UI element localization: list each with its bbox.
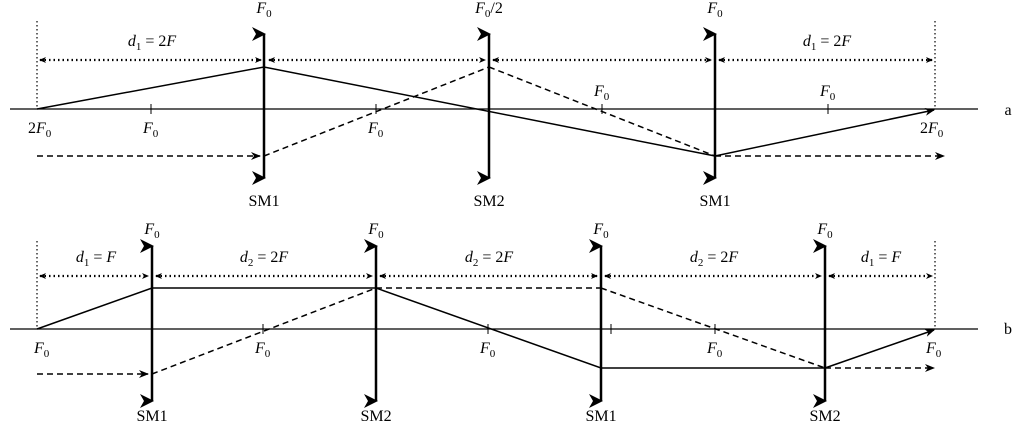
axis-label: 2F0 [28,120,52,140]
axis-label: F0 [819,83,836,103]
distance-label: d1 = 2F [803,33,852,53]
distance-label: d1 = F [76,249,117,269]
lens-label: SM2 [473,193,504,210]
panel-b: F0 F0 F0 F0 d1 = F d2 = 2F d2 = 2F d2 = … [10,221,1012,425]
focal-label: F0 [367,221,384,241]
focal-label: F0/2 [474,0,503,20]
dashed-ray [488,66,716,157]
panel-a: F0 F0/2 F0 d1 = 2F d1 = 2F 2F0 F0 F0 F0 … [10,0,1012,210]
distance-label: d2 = 2F [240,249,289,269]
distance-label: d1 = 2F [128,33,177,53]
distance-label: d2 = 2F [465,249,514,269]
lens-label: SM1 [699,193,730,210]
panel-id-label: a [1004,102,1011,119]
lens-label: SM1 [585,408,616,425]
solid-ray [36,66,716,157]
axis-label: 2F0 [920,120,944,140]
lens-label: SM2 [809,408,840,425]
dashed-ray [263,66,490,157]
lens-label: SM1 [136,408,167,425]
axis-label: F0 [479,340,496,360]
axis-label: F0 [367,120,384,140]
focal-label: F0 [143,221,160,241]
solid-ray [824,329,935,369]
axis-label: F0 [925,340,942,360]
axis-label: F0 [593,83,610,103]
panel-id-label: b [1004,321,1012,338]
focal-label: F0 [255,0,272,20]
axis-label: F0 [33,340,50,360]
axis-label: F0 [142,120,159,140]
focal-label: F0 [706,0,723,20]
lens-label: SM1 [248,193,279,210]
axis-label: F0 [706,340,723,360]
distance-label: d2 = 2F [690,249,739,269]
distance-label: d1 = F [861,249,902,269]
focal-label: F0 [592,221,609,241]
solid-ray [714,107,935,157]
lens-label: SM2 [360,408,391,425]
dashed-ray [151,287,377,375]
axis-label: F0 [254,340,271,360]
focal-label: F0 [816,221,833,241]
